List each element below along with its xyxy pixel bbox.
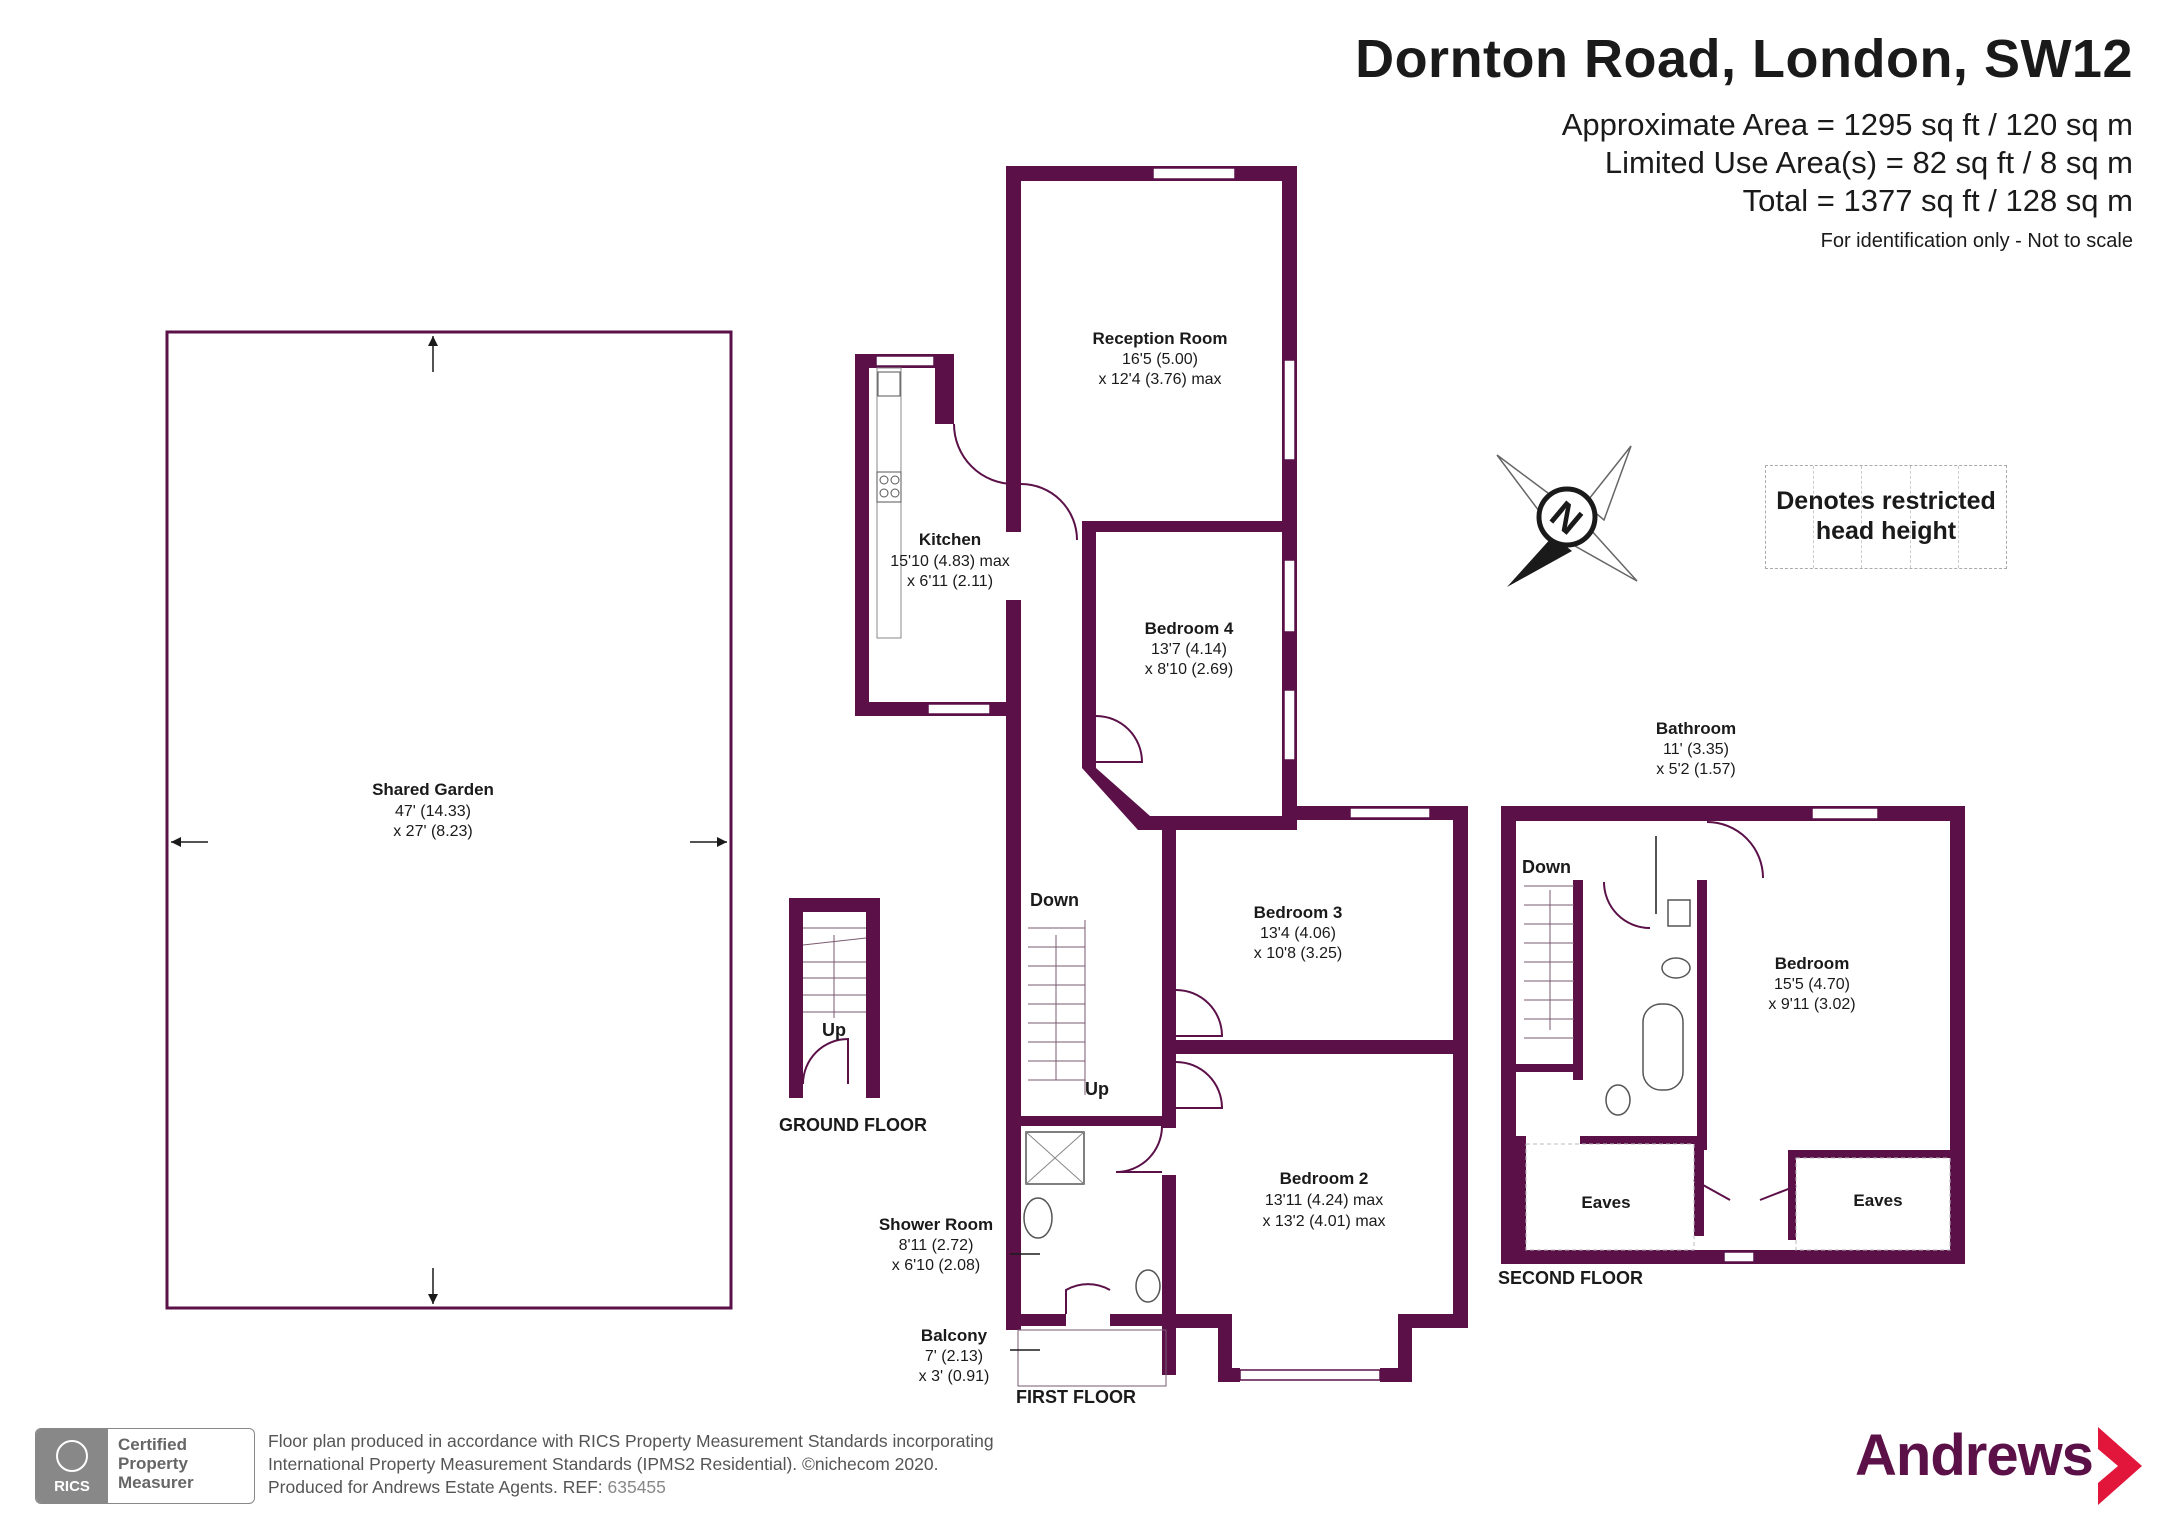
garden-dim-2: x 27' (8.23) bbox=[393, 823, 473, 840]
legend-line-2: head height bbox=[1815, 517, 1957, 545]
footer-ref: 635455 bbox=[607, 1477, 666, 1497]
footer-producer: Produced for Andrews Estate Agents. REF: bbox=[268, 1477, 603, 1497]
page-title: Dornton Road, London, SW12 bbox=[1355, 29, 2133, 89]
balcony-dim-1: 7' (2.13) bbox=[925, 1348, 983, 1365]
shower-dim-2: x 6'10 (2.08) bbox=[892, 1257, 980, 1274]
kitchen-name: Kitchen bbox=[919, 530, 981, 549]
scale-note: For identification only - Not to scale bbox=[1820, 230, 2133, 252]
kitchen-dim-1: 15'10 (4.83) max bbox=[890, 553, 1010, 570]
reception-dim-2: x 12'4 (3.76) max bbox=[1098, 371, 1221, 388]
bedroom3-dim-1: 13'4 (4.06) bbox=[1260, 925, 1336, 942]
legend-line-1: Denotes restricted bbox=[1776, 487, 1996, 515]
bedroom4-name: Bedroom 4 bbox=[1145, 619, 1234, 638]
balcony-name: Balcony bbox=[921, 1326, 988, 1345]
shower-dim-1: 8'11 (2.72) bbox=[899, 1237, 974, 1254]
kitchen-dim-2: x 6'11 (2.11) bbox=[907, 573, 993, 590]
bathroom-dim-1: 11' (3.35) bbox=[1663, 741, 1729, 758]
bedroom2-dim-1: 13'11 (4.24) max bbox=[1265, 1192, 1383, 1209]
bedroom-name: Bedroom bbox=[1775, 954, 1850, 973]
shared-garden bbox=[165, 330, 733, 1310]
bedroom2-dim-2: x 13'2 (4.01) max bbox=[1262, 1213, 1385, 1230]
first-floor-walls bbox=[855, 166, 1468, 1387]
eaves-left-name: Eaves bbox=[1581, 1193, 1630, 1212]
rics-seal-icon bbox=[56, 1440, 88, 1472]
balcony-dim-2: x 3' (0.91) bbox=[919, 1368, 990, 1385]
reception-dim-1: 16'5 (5.00) bbox=[1122, 351, 1198, 368]
footer-text: Floor plan produced in accordance with R… bbox=[268, 1430, 994, 1499]
andrews-arrow-icon bbox=[2098, 1427, 2142, 1505]
bedroom4-dim-1: 13'7 (4.14) bbox=[1151, 641, 1227, 658]
ground-floor-stairwell bbox=[789, 898, 880, 1098]
limited-use-area: Limited Use Area(s) = 82 sq ft / 8 sq m bbox=[1604, 145, 2133, 180]
footer-line-3: Produced for Andrews Estate Agents. REF:… bbox=[268, 1476, 994, 1499]
rics-badge-short: RICS bbox=[54, 1478, 90, 1495]
andrews-logo: Andrews bbox=[1855, 1423, 2094, 1488]
rics-certified-badge: RICS Certified Property Measurer bbox=[35, 1428, 255, 1504]
bedroom-dim-2: x 9'11 (3.02) bbox=[1768, 996, 1855, 1013]
bathroom-dim-2: x 5'2 (1.57) bbox=[1656, 761, 1736, 778]
restricted-height-legend: Denotes restricted head height bbox=[1765, 465, 2007, 569]
bedroom3-dim-2: x 10'8 (3.25) bbox=[1254, 945, 1342, 962]
eaves-right-name: Eaves bbox=[1853, 1191, 1902, 1210]
reception-name: Reception Room bbox=[1092, 329, 1227, 348]
bathroom-name: Bathroom bbox=[1656, 719, 1736, 738]
bedroom3-name: Bedroom 3 bbox=[1254, 903, 1343, 922]
approximate-area: Approximate Area = 1295 sq ft / 120 sq m bbox=[1561, 107, 2133, 142]
garden-name: Shared Garden bbox=[372, 780, 494, 799]
rics-badge-line-3: Measurer bbox=[118, 1473, 194, 1492]
rics-badge-line-1: Certified bbox=[118, 1435, 187, 1454]
ground-floor-label: GROUND FLOOR bbox=[779, 1115, 927, 1135]
compass-icon: N bbox=[1496, 445, 1638, 587]
bedroom2-name: Bedroom 2 bbox=[1280, 1169, 1369, 1188]
footer-line-2: International Property Measurement Stand… bbox=[268, 1454, 939, 1474]
rics-badge-line-2: Property bbox=[118, 1454, 188, 1473]
shower-name: Shower Room bbox=[879, 1215, 993, 1234]
bedroom4-dim-2: x 8'10 (2.69) bbox=[1145, 661, 1233, 678]
first-floor-label: FIRST FLOOR bbox=[1016, 1387, 1136, 1407]
garden-dim-1: 47' (14.33) bbox=[395, 803, 471, 820]
second-floor-label: SECOND FLOOR bbox=[1498, 1268, 1643, 1288]
footer-line-1: Floor plan produced in accordance with R… bbox=[268, 1431, 994, 1451]
total-area: Total = 1377 sq ft / 128 sq m bbox=[1742, 183, 2133, 218]
second-floor-walls bbox=[1501, 806, 1965, 1264]
first-stair-up-label: Up bbox=[1085, 1079, 1109, 1099]
second-stair-down-label: Down bbox=[1522, 857, 1571, 877]
ground-stair-up-label: Up bbox=[822, 1020, 846, 1040]
first-stair-down-label: Down bbox=[1030, 890, 1079, 910]
bedroom-dim-1: 15'5 (4.70) bbox=[1774, 976, 1850, 993]
